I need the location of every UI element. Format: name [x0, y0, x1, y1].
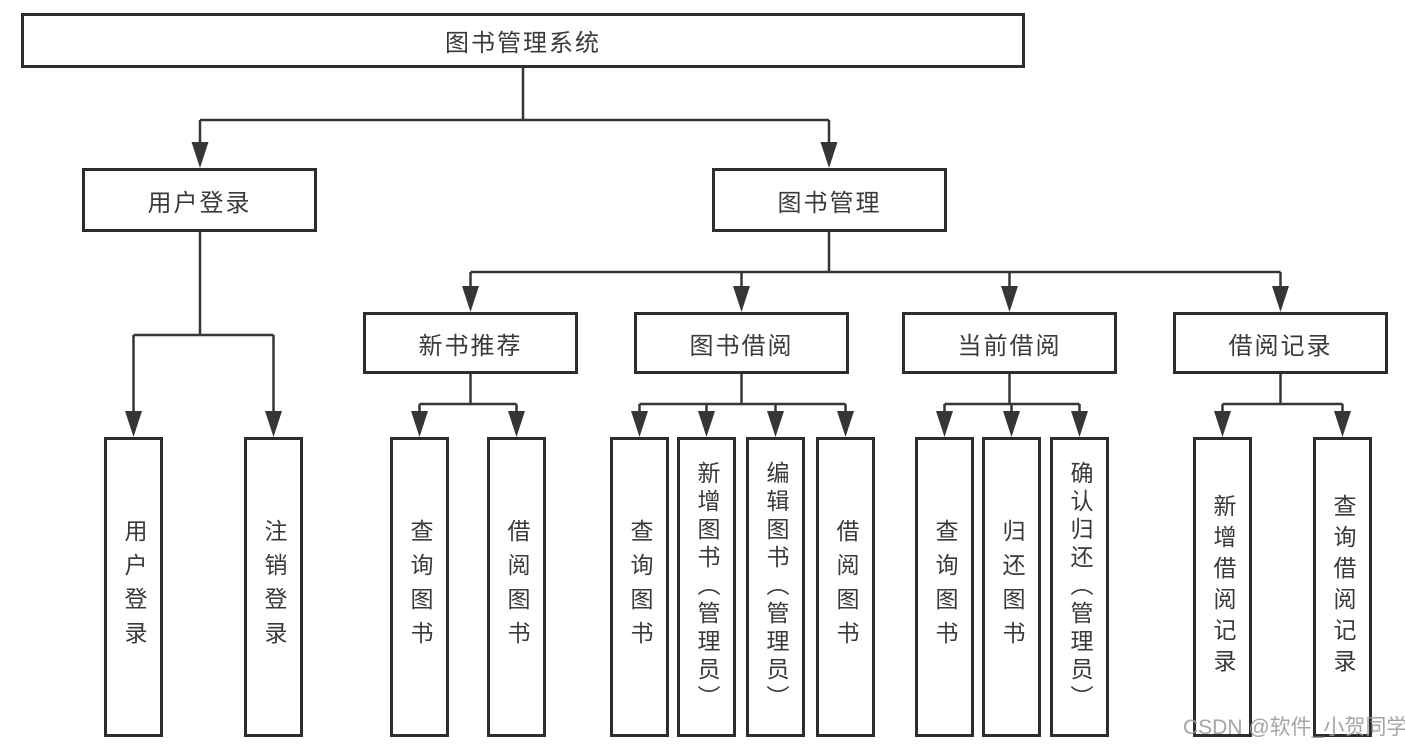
leaf-label: 查询图书 — [627, 519, 653, 655]
leaf-return-books: 归还图书 — [982, 437, 1041, 737]
leaf-label: 确认归还（管理员） — [1067, 461, 1093, 713]
leaf-logout: 注销登录 — [244, 437, 303, 737]
leaf-edit-books-admin: 编辑图书（管理员） — [746, 437, 805, 737]
node-label: 图书借阅 — [689, 332, 794, 360]
node-current-borrowing: 当前借阅 — [902, 312, 1117, 374]
leaf-label: 查询图书 — [407, 519, 433, 655]
leaf-confirm-return-admin: 确认归还（管理员） — [1050, 437, 1109, 737]
leaf-label: 新增图书（管理员） — [694, 461, 720, 713]
connector-new-book-to-leaves — [411, 374, 525, 437]
leaf-query-books: 查询图书 — [610, 437, 669, 737]
node-label: 图书管理系统 — [445, 30, 601, 57]
node-label: 图书管理 — [777, 189, 882, 217]
node-label: 用户登录 — [147, 189, 252, 217]
csdn-watermark: CSDN @软件_小贺同学 — [1183, 716, 1405, 739]
connector-book-mgmt-to-level3 — [462, 232, 1289, 312]
node-borrowing-records: 借阅记录 — [1173, 312, 1388, 374]
connector-user-login-to-leaves — [125, 232, 282, 437]
connector-book-borrow-to-leaves — [631, 374, 854, 437]
leaf-label: 新增借阅记录 — [1210, 494, 1236, 680]
leaf-borrow-books: 借阅图书 — [487, 437, 546, 737]
leaf-add-borrow-record: 新增借阅记录 — [1193, 437, 1252, 737]
connector-root-to-level2 — [191, 68, 838, 168]
node-label: 当前借阅 — [957, 332, 1062, 360]
leaf-add-books-admin: 新增图书（管理员） — [677, 437, 736, 737]
leaf-label: 查询借阅记录 — [1330, 494, 1356, 680]
node-new-book-recommendation: 新书推荐 — [363, 312, 578, 374]
node-book-borrowing: 图书借阅 — [634, 312, 849, 374]
leaf-borrow-books: 借阅图书 — [816, 437, 875, 737]
connector-borrow-records-to-leaves — [1214, 374, 1351, 437]
leaf-label: 查询图书 — [932, 519, 958, 655]
leaf-user-login: 用户登录 — [104, 437, 163, 737]
leaf-query-borrow-record: 查询借阅记录 — [1313, 437, 1372, 737]
node-user-login: 用户登录 — [82, 168, 317, 232]
leaf-query-books: 查询图书 — [915, 437, 974, 737]
connector-current-borrow-to-leaves — [936, 374, 1088, 437]
node-label: 新书推荐 — [418, 332, 523, 360]
node-label: 借阅记录 — [1228, 332, 1333, 360]
leaf-label: 用户登录 — [121, 519, 147, 655]
leaf-label: 编辑图书（管理员） — [763, 461, 789, 713]
leaf-label: 借阅图书 — [504, 519, 530, 655]
leaf-query-books: 查询图书 — [390, 437, 449, 737]
node-library-management-system: 图书管理系统 — [21, 13, 1025, 68]
leaf-label: 借阅图书 — [833, 519, 859, 655]
node-book-management: 图书管理 — [712, 168, 947, 232]
leaf-label: 归还图书 — [999, 519, 1025, 655]
leaf-label: 注销登录 — [261, 519, 287, 655]
